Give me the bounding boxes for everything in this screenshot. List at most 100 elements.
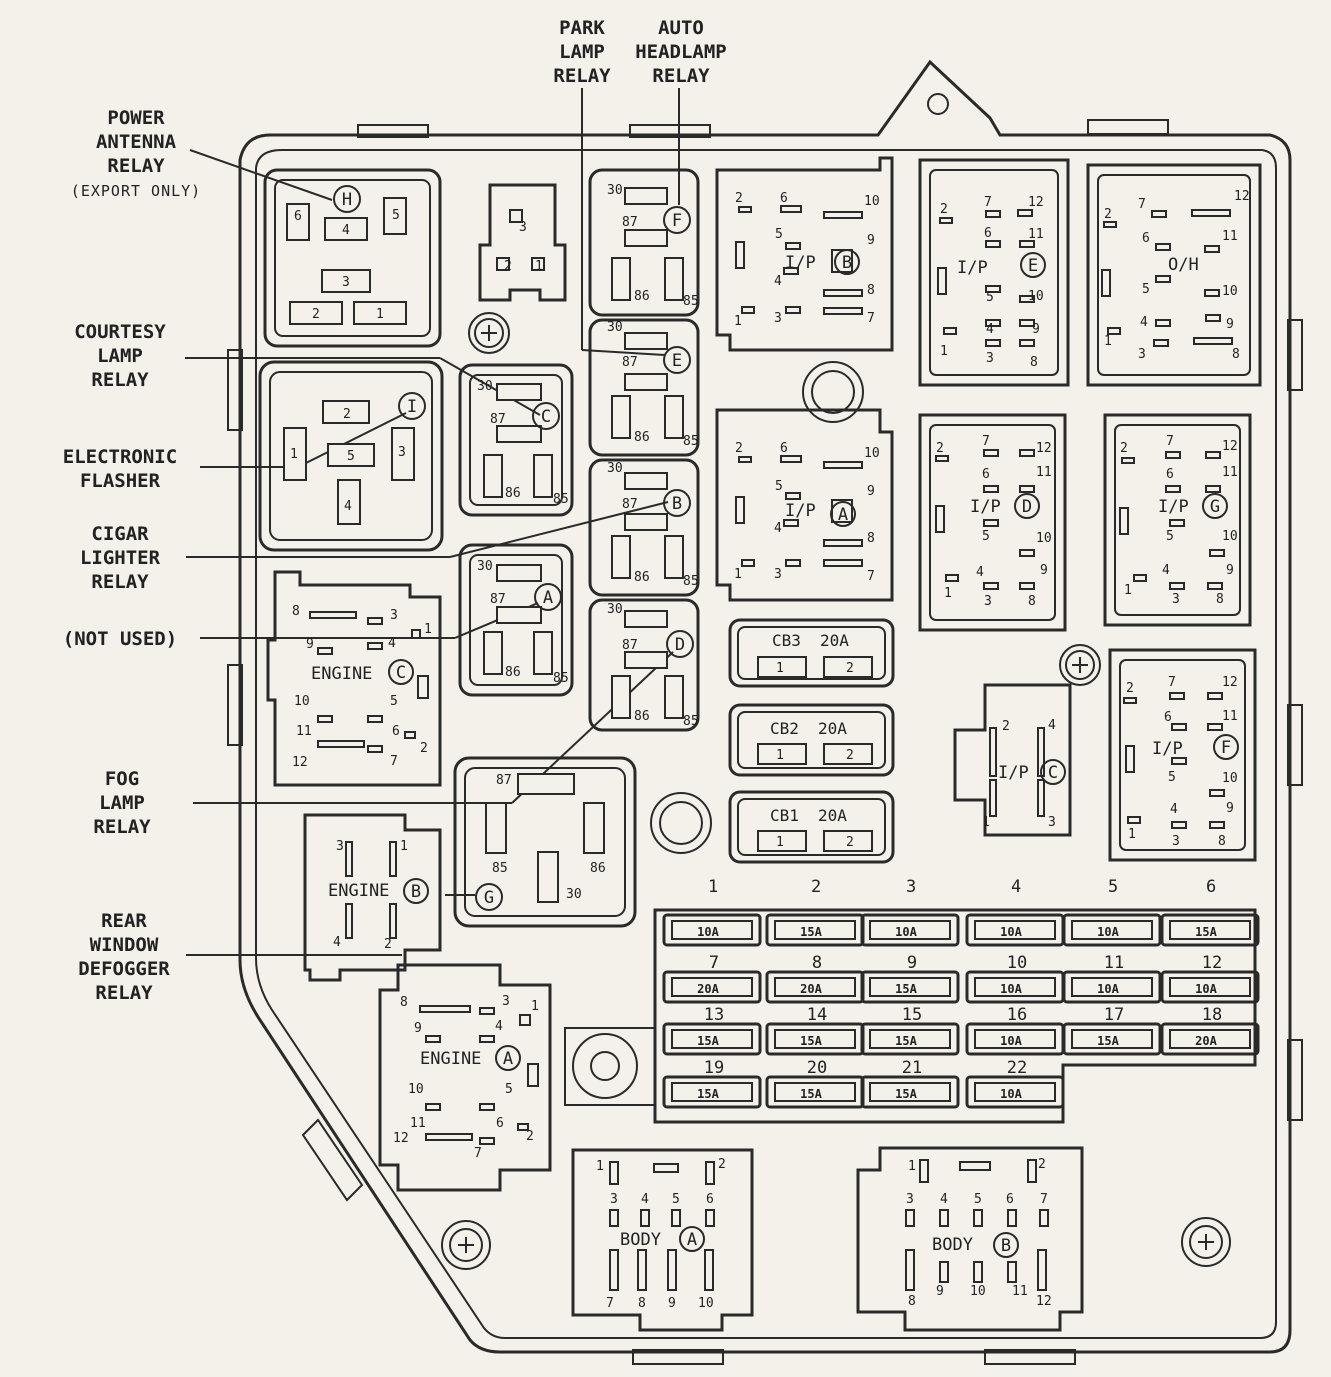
svg-text:3: 3 (1138, 347, 1146, 362)
fuse-box-housing (227, 59, 1303, 1365)
svg-text:87: 87 (622, 215, 638, 230)
fuse-rating: 15A (895, 1034, 917, 1048)
svg-text:12: 12 (1036, 441, 1052, 456)
ip-b-letter: B (842, 253, 852, 273)
svg-text:86: 86 (505, 665, 521, 680)
svg-text:86: 86 (634, 709, 650, 724)
svg-text:CB2: CB2 (770, 719, 799, 738)
svg-text:3: 3 (610, 1192, 618, 1207)
svg-text:3: 3 (1172, 592, 1180, 607)
svg-text:4: 4 (986, 322, 994, 337)
engine-c-letter: C (396, 663, 406, 683)
svg-text:6: 6 (392, 724, 400, 739)
svg-text:9: 9 (867, 233, 875, 248)
fuse-number: 9 (907, 953, 917, 973)
svg-text:2: 2 (735, 441, 743, 456)
svg-text:87: 87 (622, 497, 638, 512)
svg-text:11: 11 (1012, 1284, 1028, 1299)
svg-text:6: 6 (1006, 1192, 1014, 1207)
svg-text:11: 11 (1222, 465, 1238, 480)
svg-text:2: 2 (384, 937, 392, 952)
ip-g-letter: G (1210, 497, 1220, 517)
svg-text:2: 2 (940, 202, 948, 217)
svg-text:5: 5 (1168, 770, 1176, 785)
svg-text:4: 4 (774, 274, 782, 289)
ip-f-label: I/P (1152, 739, 1183, 759)
relay-a-letter: A (543, 588, 553, 608)
relay-f-letter: F (672, 211, 682, 231)
svg-text:12: 12 (1222, 439, 1238, 454)
svg-text:4: 4 (774, 521, 782, 536)
svg-text:12: 12 (1234, 189, 1250, 204)
fuse-number: 13 (704, 1005, 724, 1025)
svg-text:1: 1 (1104, 334, 1112, 349)
svg-text:5: 5 (390, 694, 398, 709)
svg-text:5: 5 (775, 227, 783, 242)
courtesy-lamp-relay-label-1: COURTESY (74, 321, 166, 343)
svg-text:6: 6 (706, 1192, 714, 1207)
svg-text:8: 8 (1028, 594, 1036, 609)
engine-a-label: ENGINE (420, 1049, 481, 1069)
fuse-number: 14 (807, 1005, 827, 1025)
fuse-column-header: 1 (708, 877, 718, 897)
fuse: 15A (1160, 913, 1260, 947)
svg-text:85: 85 (492, 861, 508, 876)
fuse-rating: 15A (800, 925, 822, 939)
body-a-label: BODY (620, 1230, 661, 1250)
fuse-rating: 10A (1195, 982, 1217, 996)
svg-text:6: 6 (780, 191, 788, 206)
auto-headlamp-relay-label-1: AUTO (658, 17, 704, 39)
power-antenna-relay-label-1: POWER (107, 107, 165, 129)
ip-a-letter: A (838, 505, 848, 525)
svg-text:7: 7 (1168, 675, 1176, 690)
relay-c-marker (532, 402, 560, 430)
svg-text:30: 30 (607, 461, 623, 476)
relay-d-marker (666, 630, 694, 658)
svg-text:2: 2 (1104, 207, 1112, 222)
svg-text:20A: 20A (818, 719, 847, 738)
svg-text:85: 85 (683, 294, 699, 309)
svg-text:10: 10 (294, 694, 310, 709)
fuse-number: 18 (1202, 1005, 1222, 1025)
fuse-rating: 15A (697, 1034, 719, 1048)
fog-lamp-relay-label-3: RELAY (93, 816, 151, 838)
engine-b-label: ENGINE (328, 881, 389, 901)
fuse-number: 20 (807, 1058, 827, 1078)
svg-text:8: 8 (400, 995, 408, 1010)
svg-text:85: 85 (683, 714, 699, 729)
svg-text:9: 9 (1040, 563, 1048, 578)
svg-text:1: 1 (376, 307, 384, 322)
svg-text:12: 12 (1036, 1294, 1052, 1309)
svg-text:2: 2 (1038, 1157, 1046, 1172)
svg-text:86: 86 (634, 289, 650, 304)
ip-d-label: I/P (970, 497, 1001, 517)
svg-text:3: 3 (390, 608, 398, 623)
fog-lamp-relay-label-1: FOG (105, 768, 139, 790)
svg-text:10: 10 (1036, 531, 1052, 546)
svg-text:5: 5 (982, 529, 990, 544)
svg-text:2: 2 (735, 191, 743, 206)
svg-text:7: 7 (1138, 197, 1146, 212)
fuse: 15A (765, 913, 865, 947)
svg-text:8: 8 (1218, 834, 1226, 849)
svg-text:2: 2 (1002, 719, 1010, 734)
svg-text:9: 9 (936, 1284, 944, 1299)
cigar-lighter-relay-label-1: CIGAR (91, 523, 149, 545)
svg-text:1: 1 (776, 661, 784, 676)
svg-text:1: 1 (734, 314, 742, 329)
svg-text:4: 4 (976, 565, 984, 580)
svg-text:2: 2 (526, 1129, 534, 1144)
svg-text:2: 2 (1120, 441, 1128, 456)
svg-text:6: 6 (984, 226, 992, 241)
svg-text:6: 6 (496, 1116, 504, 1131)
courtesy-lamp-relay-label-2: LAMP (97, 345, 143, 367)
fuse-number: 17 (1104, 1005, 1124, 1025)
svg-text:1: 1 (908, 1159, 916, 1174)
